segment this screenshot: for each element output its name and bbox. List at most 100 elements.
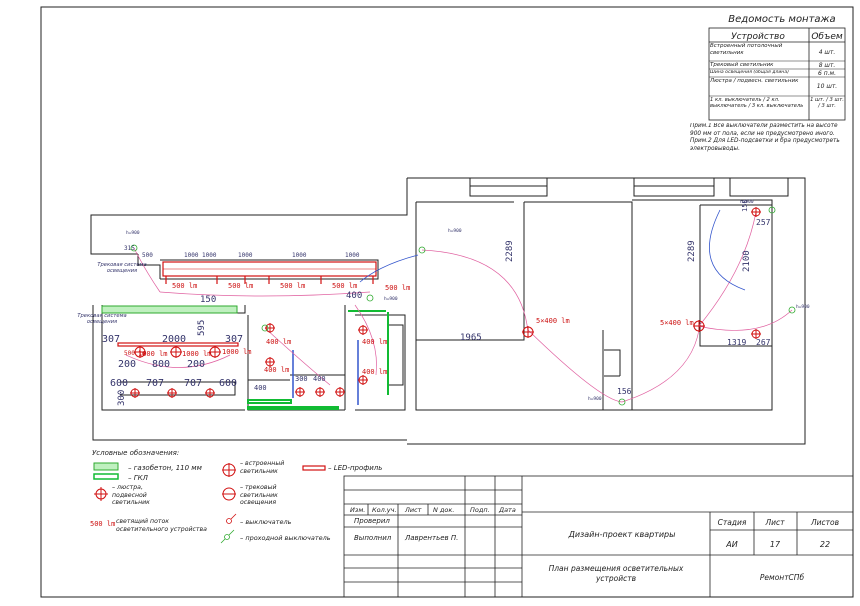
dimension-label: 800: [152, 359, 170, 370]
lumen-label: 400 lm: [362, 338, 387, 346]
switch-icon: [618, 398, 626, 406]
lumen-label: 500 lm: [124, 350, 146, 357]
dimension-label: 315: [124, 245, 135, 252]
switch-icon: [261, 324, 269, 332]
recessed-light-icon: [315, 387, 325, 397]
legend-lumen-sample: 500 lm: [90, 520, 115, 528]
dimension-label: 1965: [460, 333, 482, 343]
legend-item: – проходной выключатель: [240, 534, 331, 542]
schedule-row-volume: 4 шт.: [819, 49, 836, 56]
dimension-label: 600: [110, 378, 128, 389]
track-spots: [165, 276, 374, 284]
dimension-label: 707: [184, 378, 202, 389]
title-block-text: Изм. Кол.уч. Лист N док. Подп. Дата Пров…: [350, 506, 839, 582]
dimension-label: 500: [142, 252, 153, 259]
schedule-row-volume: 8 шт.: [819, 62, 836, 69]
lumen-label: 5×400 lm: [536, 317, 570, 325]
gkl-swatch: [93, 473, 119, 480]
company-name: РемонтСПб: [760, 573, 805, 582]
chandelier-icon: [94, 487, 108, 501]
chandelier-icon: [134, 346, 146, 358]
recessed-light-icon: [295, 387, 305, 397]
svg-text:h=900: h=900: [384, 296, 398, 302]
partitions: [101, 305, 389, 410]
schedule-row-device: Люстра / подвесн. светильник: [710, 78, 799, 84]
dimension-label: 257: [756, 218, 771, 227]
dimension-label: 400: [313, 375, 326, 383]
schedule-row-device: Трековый светильник: [710, 62, 774, 68]
project-name: Дизайн-проект квартиры: [568, 530, 676, 539]
switch-wiring: [125, 211, 793, 403]
legend-item: – трековый светильник освещения: [240, 484, 278, 506]
recessed-light-icon: [751, 207, 761, 217]
svg-text:Стадия: Стадия: [718, 518, 747, 527]
legend: Условные обозначения: – газобетон, 110 м…: [90, 449, 382, 544]
recessed-light-icon: [335, 387, 345, 397]
legend-item: – выключатель: [240, 518, 292, 526]
schedule-col-device: Устройство: [731, 32, 785, 42]
wall-outer-right: [407, 177, 806, 445]
lumen-label: 500 lm: [172, 282, 197, 290]
legend-item: – люстра, подвесной светильник: [112, 484, 150, 506]
legend-item: – LED-профиль: [328, 464, 382, 472]
schedule-row-device: Встроенный потолочный светильник: [710, 43, 783, 56]
dimension-label: 1000: [184, 252, 199, 259]
chandelier-icon: [522, 326, 534, 338]
schedule-note-2: Прим.2 Для LED-подсветки и бра предусмот…: [690, 138, 840, 152]
gas-concrete-wall: [101, 305, 238, 314]
gas-concrete-swatch: [93, 462, 119, 471]
schedule-row-device: 1 кл. выключатель / 2 кл. выключатель / …: [710, 97, 804, 110]
recessed-light-icon: [205, 388, 215, 398]
dimension-label: 707: [146, 378, 164, 389]
checked-by-label: Проверил: [354, 517, 390, 525]
legend-item: – встроенный светильник: [240, 460, 285, 475]
dimension-label: 1000: [238, 252, 253, 259]
schedule-row-device: Шина освещения (общая длина): [710, 70, 789, 75]
chandelier-icon: [693, 320, 705, 332]
lumen-label: 1000 lm: [138, 350, 168, 358]
svg-text:Кол.уч.: Кол.уч.: [372, 506, 397, 514]
dimension-label: 1000: [202, 252, 217, 259]
track-light-icon: [222, 487, 236, 501]
dimensions: 2289 2289 2100 1965 1319 267 257 150 156…: [102, 199, 771, 406]
lumen-labels: 500 lm 500 lm 500 lm 500 lm 500 lm 500 l…: [124, 282, 694, 376]
schedule-row-volume: 10 шт.: [817, 83, 838, 90]
sheets-total: 22: [820, 540, 830, 549]
dimension-label: 400: [346, 291, 362, 301]
height-marks: h=900 h=900 h=900 h=900 h=900 h=900: [126, 199, 810, 402]
schedule-row-volume: 6 п.м.: [818, 70, 836, 77]
lumen-label: 500 lm: [228, 282, 253, 290]
sheet-title: План размещения осветительных устройств: [548, 564, 684, 583]
wall-outer-top-left: [90, 178, 408, 255]
lamps: [130, 207, 761, 398]
dimension-label: 600: [219, 378, 237, 389]
recessed-light-icon: [358, 375, 368, 385]
installation-schedule: Ведомость монтажа Устройство Объем Встро…: [690, 14, 846, 152]
gkl-wall: [247, 399, 292, 404]
svg-text:Изм.: Изм.: [350, 506, 365, 514]
schedule-col-volume: Объем: [811, 32, 843, 42]
svg-text:h=900: h=900: [796, 304, 810, 310]
dimension-label: 2289: [505, 240, 515, 262]
lumen-label: 500 lm: [385, 284, 410, 292]
chandelier-icon: [170, 346, 182, 358]
stage-value: АИ: [725, 540, 737, 549]
recessed-light-icon: [751, 329, 761, 339]
recessed-light-icon: [222, 463, 236, 477]
schedule-row-volume: 1 шт. / 3 шт. / 3 шт.: [810, 97, 844, 110]
legend-item: светящий поток осветительного устройства: [116, 518, 207, 533]
dimension-label: 1000: [292, 252, 307, 259]
author-name: Лаврентьев П.: [404, 534, 458, 542]
dimension-label: 595: [197, 320, 207, 336]
svg-text:Листов: Листов: [810, 518, 839, 527]
recessed-light-icon: [358, 325, 368, 335]
svg-text:h=900: h=900: [126, 230, 140, 236]
pass-switch-icon: [220, 529, 235, 544]
recessed-light-icon: [167, 388, 177, 398]
lumen-label: 400 lm: [362, 368, 387, 376]
lumen-label: 1000 lm: [222, 348, 252, 356]
svg-text:N док.: N док.: [433, 506, 454, 514]
dimension-label: 2289: [687, 240, 697, 262]
dimension-label: 150: [741, 199, 749, 212]
